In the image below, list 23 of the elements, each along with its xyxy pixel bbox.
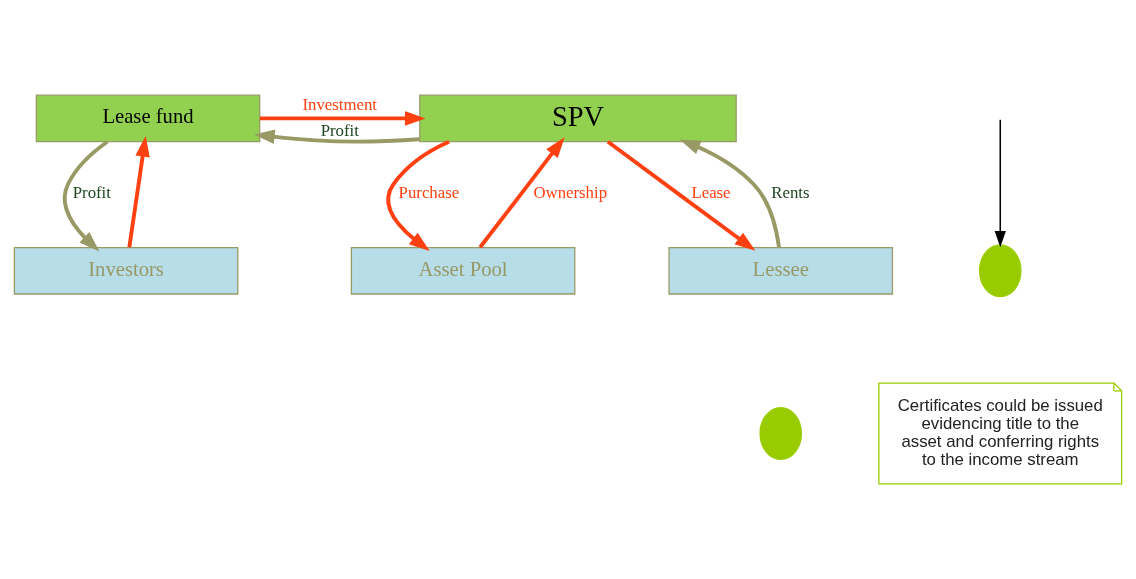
node-circle xyxy=(978,244,1022,298)
edge-label: Lease xyxy=(691,182,731,202)
edge-label: Profit xyxy=(320,120,359,140)
edge-label: Profit xyxy=(72,182,111,202)
arrow xyxy=(679,139,781,248)
arrow xyxy=(62,140,109,252)
arrow xyxy=(253,129,420,144)
node-box: SPV xyxy=(419,94,737,143)
edge-label: Purchase xyxy=(398,182,460,202)
edge-label: Ownership xyxy=(533,182,608,202)
arrow xyxy=(386,139,450,251)
node-box: Investors xyxy=(13,246,239,295)
edge-label: Investment xyxy=(302,94,378,114)
arrow xyxy=(478,137,565,249)
arrow xyxy=(994,119,1006,248)
node-box: Lease fund xyxy=(35,94,261,143)
edge-label: Rents xyxy=(771,182,810,202)
arrow xyxy=(606,140,756,251)
arrow xyxy=(259,111,426,126)
arrow xyxy=(127,136,150,248)
node-circle xyxy=(759,407,803,460)
node-box: Asset Pool xyxy=(350,246,576,295)
node-box: Lessee xyxy=(668,246,894,295)
